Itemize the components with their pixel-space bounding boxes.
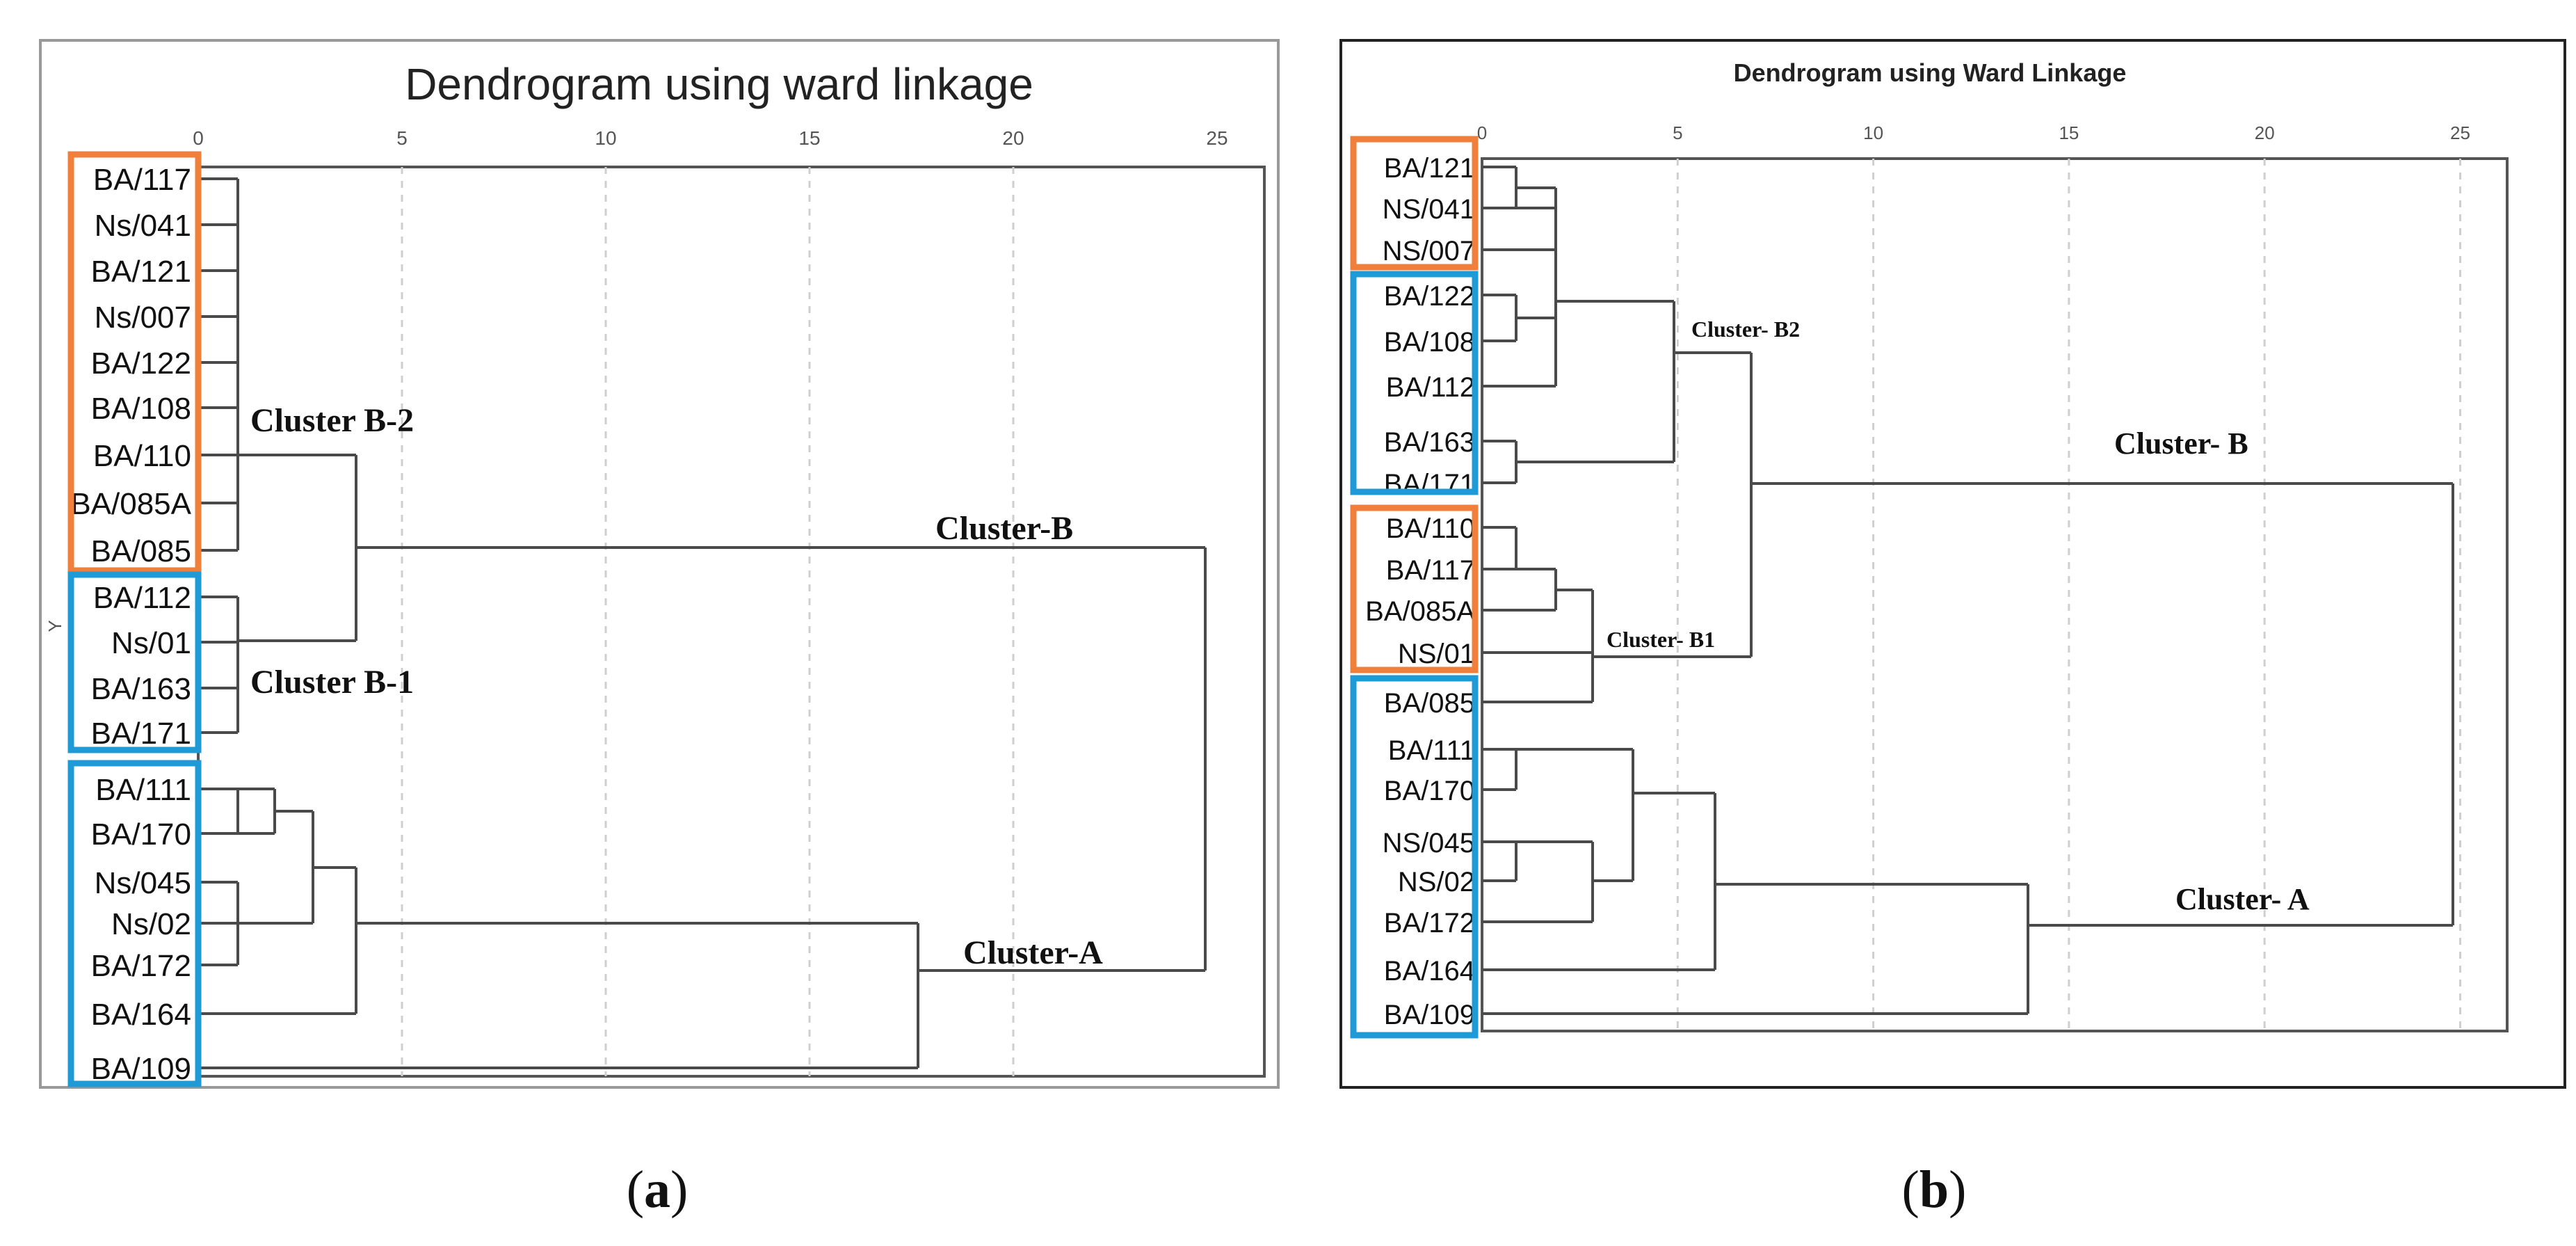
panel-a-caption-open: ( — [627, 1160, 644, 1219]
panel-a-caption: (a) — [627, 1160, 689, 1219]
panel-b-caption: (b) — [1902, 1160, 1967, 1219]
panel-a-leaf-label: BA/163 — [91, 672, 191, 706]
panel-b: Dendrogram using Ward Linkage 0 5 10 15 20 25B… — [1339, 39, 2566, 1219]
panel-b-leaf-label: BA/110 — [1386, 513, 1475, 544]
panel-b-leaf-label: BA/109 — [1384, 1000, 1475, 1030]
panel-a-caption-letter: a — [644, 1160, 670, 1219]
panel-b-leaf-label: BA/108 — [1384, 327, 1475, 358]
panel-a-cluster-label: Cluster B-1 — [250, 664, 414, 701]
panel-b-leaf-label: NS/02 — [1398, 867, 1475, 897]
panel-a-leaf-label: Ns/045 — [95, 866, 191, 900]
panel-a-tick-label: 20 — [1002, 127, 1024, 149]
panel-a-leaf-label: BA/121 — [91, 255, 191, 289]
panel-b-plot-frame — [1481, 157, 2509, 1032]
panel-a-title: Dendrogram using ward linkage — [405, 59, 1033, 109]
panel-b-leaf-label: BA/085 — [1384, 688, 1475, 719]
panel-b-frame — [1339, 39, 2566, 1089]
panel-b-highlight-box-blue — [1350, 675, 1479, 1039]
panel-b-leaf-label: BA/164 — [1384, 956, 1475, 987]
panel-a-tick-label: 25 — [1206, 127, 1227, 149]
panel-b-caption-open: ( — [1902, 1160, 1919, 1219]
panel-b-cluster-label: Cluster- B — [2114, 426, 2248, 461]
panel-a-leaf-label: BA/085 — [91, 534, 191, 568]
panel-a-highlight-box-orange — [67, 151, 202, 574]
panel-b-leaf-label: BA/172 — [1384, 908, 1475, 939]
panel-b-tick-label: 20 — [2255, 122, 2275, 143]
panel-a: Dendrogram using ward linkage 0 5 10 15 20 25Y… — [39, 39, 1280, 1219]
panel-b-caption-close: ) — [1949, 1160, 1966, 1219]
panel-b-leaf-label: BA/117 — [1386, 555, 1475, 586]
panel-b-highlight-box-orange — [1350, 504, 1479, 673]
panel-a-leaf-label: Ns/01 — [111, 626, 191, 660]
panel-a-tick-label: 0 — [193, 127, 204, 149]
panel-a-leaf-label: Ns/007 — [95, 301, 191, 335]
panel-b-leaf-label: NS/01 — [1398, 639, 1475, 669]
panel-b-leaf-label: BA/163 — [1384, 427, 1475, 458]
panel-a-leaf-label: BA/164 — [91, 998, 191, 1032]
panel-b-leaf-label: BA/111 — [1388, 735, 1475, 766]
panel-a-leaf-label: BA/108 — [91, 392, 191, 426]
panel-b-tick-label: 5 — [1673, 122, 1682, 143]
panel-b-cluster-label: Cluster- A — [2175, 882, 2310, 916]
panel-b-leaf-label: NS/041 — [1383, 194, 1475, 225]
panel-b-leaf-label: BA/170 — [1384, 776, 1475, 806]
panel-a-leaf-label: Ns/041 — [95, 209, 191, 243]
panel-a-leaf-label: BA/112 — [93, 581, 191, 615]
panel-a-leaf-label: BA/171 — [91, 717, 191, 751]
panel-b-highlight-box-orange — [1350, 136, 1479, 271]
panel-a-cluster-label: Cluster B-2 — [250, 402, 414, 439]
panel-a-leaf-label: BA/109 — [91, 1052, 191, 1086]
panel-b-leaf-label: BA/112 — [1386, 372, 1475, 403]
panel-a-caption-close: ) — [670, 1160, 688, 1219]
panel-b-highlight-box-blue — [1350, 271, 1479, 495]
panel-a-leaf-label: BA/170 — [91, 817, 191, 852]
panel-a-leaf-label: BA/111 — [95, 773, 191, 807]
panel-a-leaf-label: BA/085A — [70, 487, 191, 521]
panel-a-leaf-label: BA/110 — [93, 439, 191, 473]
panel-a-highlight-box-blue — [67, 571, 202, 753]
panel-b-leaf-label: NS/007 — [1383, 236, 1475, 266]
panel-a-cluster-label: Cluster-A — [963, 934, 1103, 971]
panel-a-leaf-label: BA/122 — [91, 346, 191, 381]
panel-b-title: Dendrogram using Ward Linkage — [1734, 58, 2127, 87]
panel-a-cluster-label: Cluster-B — [935, 510, 1073, 547]
panel-a-y-axis-letter: Y — [45, 620, 65, 632]
panel-b-cluster-label: Cluster- B1 — [1607, 627, 1715, 652]
panel-b-leaf-label: BA/122 — [1384, 281, 1475, 312]
panel-b-tick-label: 25 — [2450, 122, 2470, 143]
panel-a-leaf-label: BA/172 — [91, 949, 191, 983]
panel-b-tick-label: 0 — [1477, 122, 1487, 143]
panel-a-tick-label: 15 — [798, 127, 820, 149]
panel-a-frame — [39, 39, 1280, 1089]
panel-a-leaf-label: BA/117 — [93, 163, 191, 197]
panel-b-tick-label: 15 — [2059, 122, 2079, 143]
panel-b-cluster-label: Cluster- B2 — [1691, 317, 1800, 342]
panel-a-highlight-box-blue — [67, 760, 202, 1087]
panel-a-tick-label: 10 — [595, 127, 616, 149]
panel-b-caption-letter: b — [1919, 1160, 1949, 1219]
panel-b-leaf-label: BA/085A — [1365, 596, 1475, 627]
panel-b-tick-label: 10 — [1863, 122, 1883, 143]
panel-a-tick-label: 5 — [396, 127, 408, 149]
panel-b-leaf-label: NS/045 — [1383, 828, 1475, 858]
panel-b-leaf-label: BA/121 — [1384, 153, 1475, 184]
panel-a-leaf-label: Ns/02 — [111, 907, 191, 941]
